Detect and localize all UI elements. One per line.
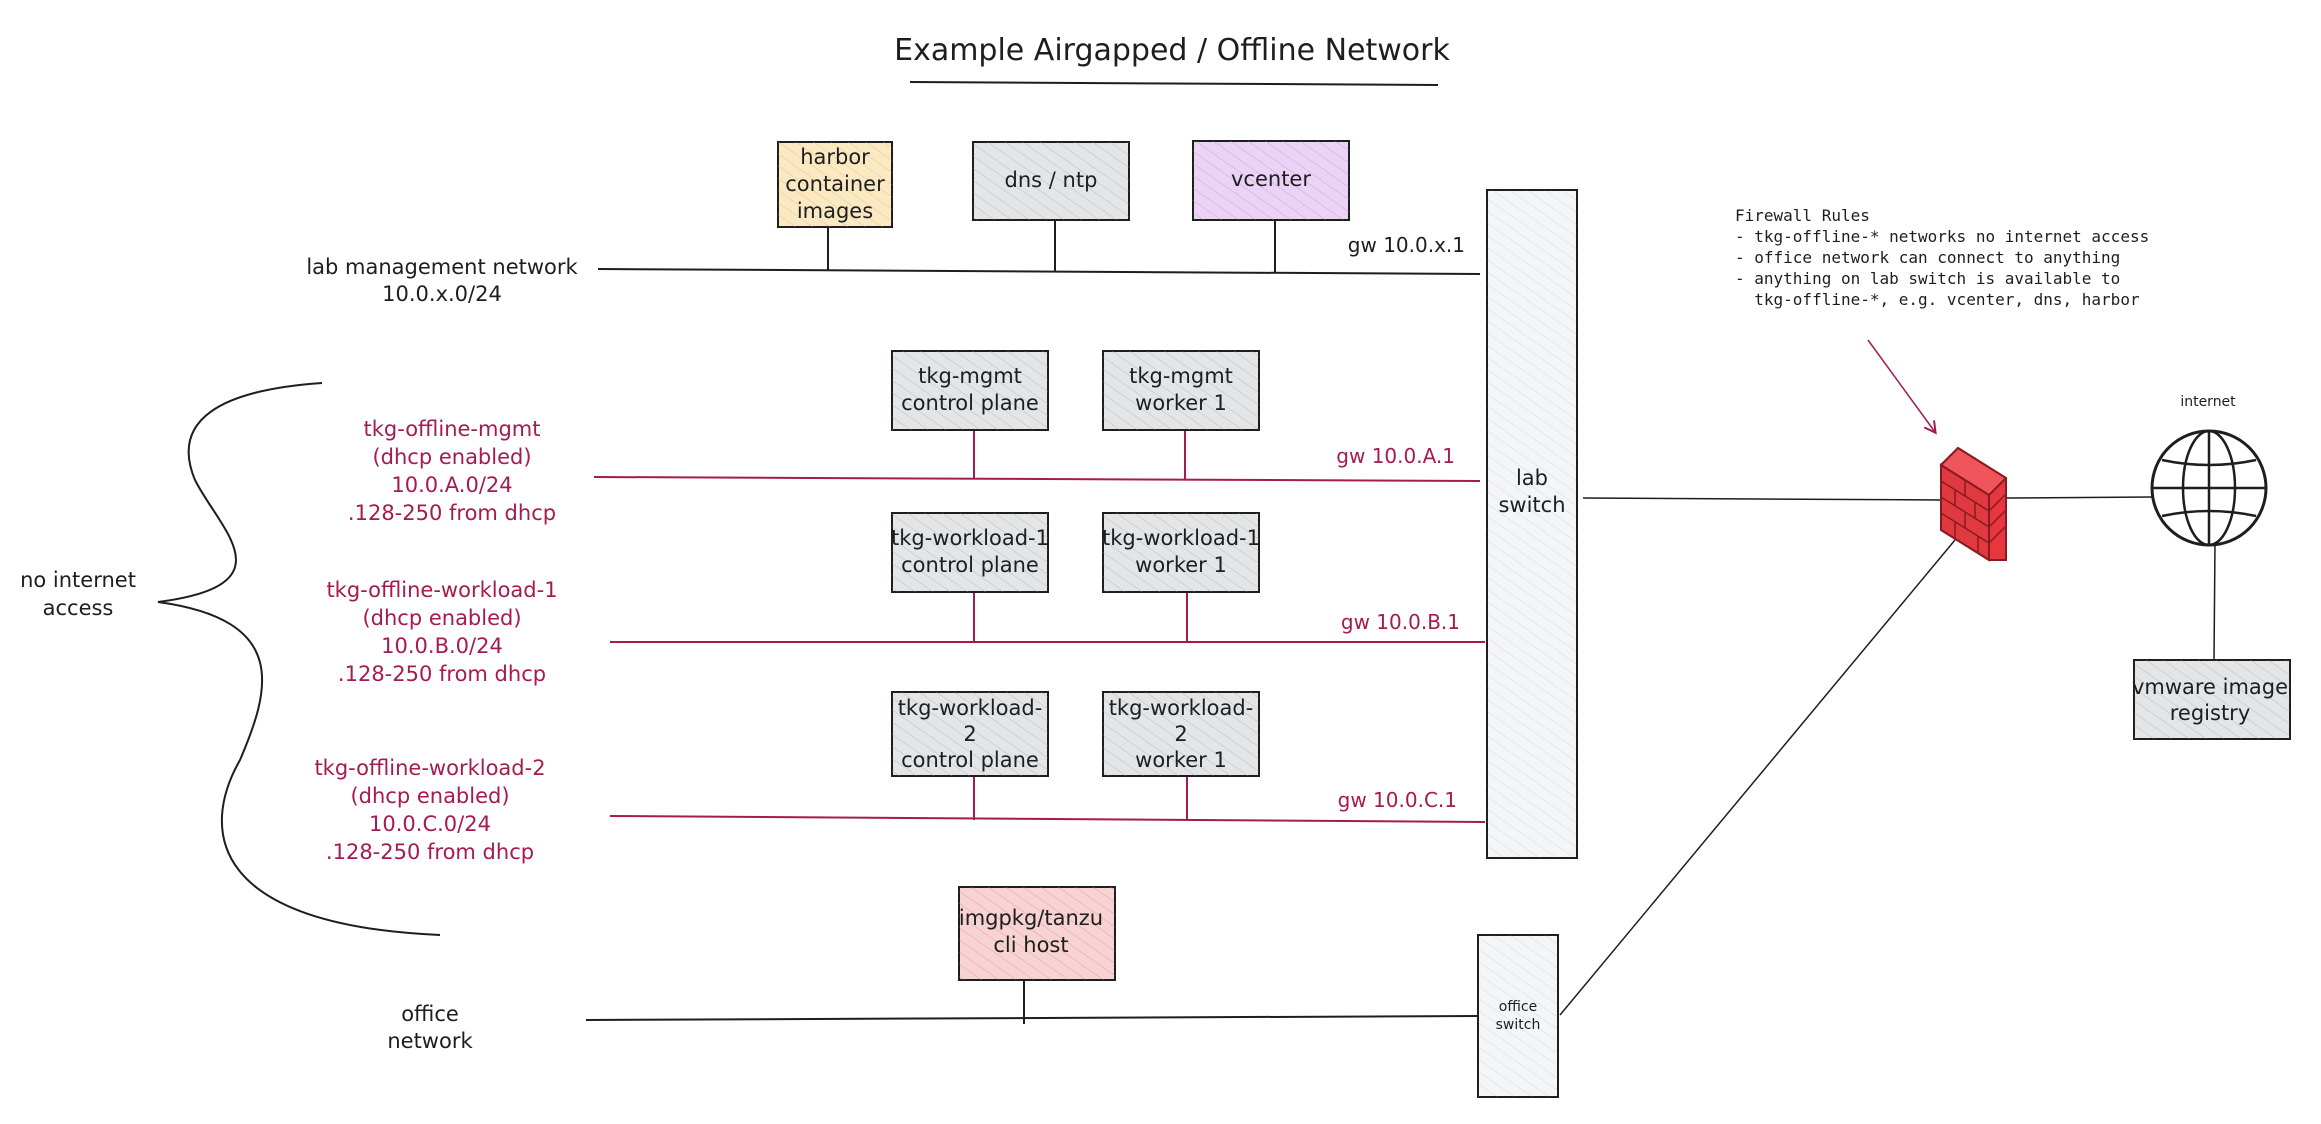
wl2-w1-label-3: worker 1 — [1135, 748, 1227, 772]
firewall-rule-1: - tkg-offline-* networks no internet acc… — [1735, 227, 2149, 246]
offline-wl2-dhcp: (dhcp enabled) — [350, 784, 509, 808]
offline-mgmt-line — [593, 476, 1481, 482]
wl1-w1-label-2: worker 1 — [1135, 553, 1227, 577]
firewall-rule-3: - anything on lab switch is available to — [1735, 269, 2120, 288]
wl2-cp-label-1: tkg-workload- — [898, 696, 1043, 720]
mgmt-w1-label-1: tkg-mgmt — [1129, 364, 1233, 388]
offline-mgmt-range: .128-250 from dhcp — [348, 501, 556, 525]
wl1-w1-label-1: tkg-workload-1 — [1102, 526, 1260, 550]
wl2-cp-label-2: 2 — [963, 722, 976, 746]
offline-wl2-gateway: gw 10.0.C.1 — [1338, 788, 1457, 812]
no-internet-brace: no internet access — [20, 382, 441, 936]
offline-wl2-cidr: 10.0.C.0/24 — [369, 812, 491, 836]
registry-label-1: vmware image — [2132, 675, 2288, 699]
firewall-rules-note: Firewall Rules - tkg-offline-* networks … — [1735, 206, 2149, 432]
office-switch-label-2: switch — [1496, 1017, 1541, 1033]
office-network-label-2: network — [387, 1029, 473, 1053]
no-internet-label-1: no internet — [20, 568, 136, 592]
office-switch: office switch — [1477, 934, 1559, 1098]
offline-wl1-dhcp: (dhcp enabled) — [362, 606, 521, 630]
firewall-rules-heading: Firewall Rules — [1735, 206, 1870, 225]
internet-globe-icon: internet — [2150, 394, 2268, 547]
offline-wl2-line — [609, 815, 1486, 823]
offline-mgmt-dhcp: (dhcp enabled) — [372, 445, 531, 469]
curly-brace — [157, 382, 441, 936]
offline-mgmt-network: tkg-offline-mgmt (dhcp enabled) 10.0.A.0… — [348, 350, 1481, 525]
dns-ntp-label: dns / ntp — [1005, 168, 1098, 192]
offline-mgmt-name: tkg-offline-mgmt — [364, 417, 541, 441]
firewall-to-internet-link — [2005, 496, 2153, 499]
vmware-image-registry-node: vmware image registry — [2132, 659, 2291, 740]
office-switch-label-1: office — [1499, 999, 1537, 1015]
diagram-title: Example Airgapped / Offline Network — [894, 33, 1450, 68]
title-underline — [909, 81, 1439, 86]
lab-switch: lab switch — [1486, 189, 1578, 859]
wl2-w1-label-1: tkg-workload- — [1109, 696, 1254, 720]
firewall-icon — [1939, 446, 2008, 562]
lab-mgmt-network-cidr: 10.0.x.0/24 — [382, 282, 502, 306]
harbor-label-3: images — [797, 199, 873, 223]
offline-wl2-range: .128-250 from dhcp — [326, 840, 534, 864]
wl2-w1-label-2: 2 — [1174, 722, 1187, 746]
harbor-label-1: harbor — [800, 145, 870, 169]
no-internet-label-2: access — [43, 596, 114, 620]
lab-mgmt-network-line — [597, 268, 1481, 275]
vcenter-label: vcenter — [1231, 167, 1311, 191]
lab-mgmt-network-name: lab management network — [306, 255, 578, 279]
wl2-cp-label-3: control plane — [901, 748, 1039, 772]
firewall-rules-arrow — [1867, 339, 1935, 432]
mgmt-cp-label-2: control plane — [901, 391, 1039, 415]
internet-label: internet — [2180, 394, 2236, 410]
lab-switch-to-firewall-link — [1582, 497, 1944, 501]
office-switch-to-firewall-link — [1559, 539, 1956, 1016]
wl1-cp-label-1: tkg-workload-1 — [891, 526, 1049, 550]
offline-wl1-name: tkg-offline-workload-1 — [326, 578, 557, 602]
firewall-rule-2: - office network can connect to anything — [1735, 248, 2120, 267]
lab-management-network: lab management network 10.0.x.0/24 gw 10… — [306, 140, 1481, 306]
mgmt-cp-label-1: tkg-mgmt — [918, 364, 1022, 388]
office-network: office network imgpkg/tanzu cli host — [387, 886, 1481, 1053]
offline-wl1-gateway: gw 10.0.B.1 — [1341, 610, 1460, 634]
offline-workload-1-network: tkg-offline-workload-1 (dhcp enabled) 10… — [326, 512, 1485, 686]
office-network-line — [585, 1015, 1481, 1021]
lab-mgmt-gateway: gw 10.0.x.1 — [1348, 233, 1465, 257]
lab-switch-label-1: lab — [1516, 466, 1548, 490]
mgmt-w1-label-2: worker 1 — [1135, 391, 1227, 415]
offline-mgmt-cidr: 10.0.A.0/24 — [391, 473, 512, 497]
wl1-cp-label-2: control plane — [901, 553, 1039, 577]
offline-wl1-range: .128-250 from dhcp — [338, 662, 546, 686]
cli-host-label-2: cli host — [993, 933, 1068, 957]
registry-label-2: registry — [2170, 701, 2251, 725]
lab-switch-label-2: switch — [1498, 493, 1565, 517]
offline-mgmt-gateway: gw 10.0.A.1 — [1336, 444, 1455, 468]
harbor-label-2: container — [785, 172, 885, 196]
offline-workload-2-network: tkg-offline-workload-2 (dhcp enabled) 10… — [314, 691, 1486, 864]
cli-host-label-1: imgpkg/tanzu — [959, 906, 1103, 930]
firewall-rule-4: tkg-offline-*, e.g. vcenter, dns, harbor — [1735, 290, 2140, 309]
internet-to-registry-link — [2213, 542, 2216, 661]
offline-wl2-name: tkg-offline-workload-2 — [314, 756, 545, 780]
office-network-label-1: office — [401, 1002, 459, 1026]
offline-wl1-cidr: 10.0.B.0/24 — [381, 634, 503, 658]
